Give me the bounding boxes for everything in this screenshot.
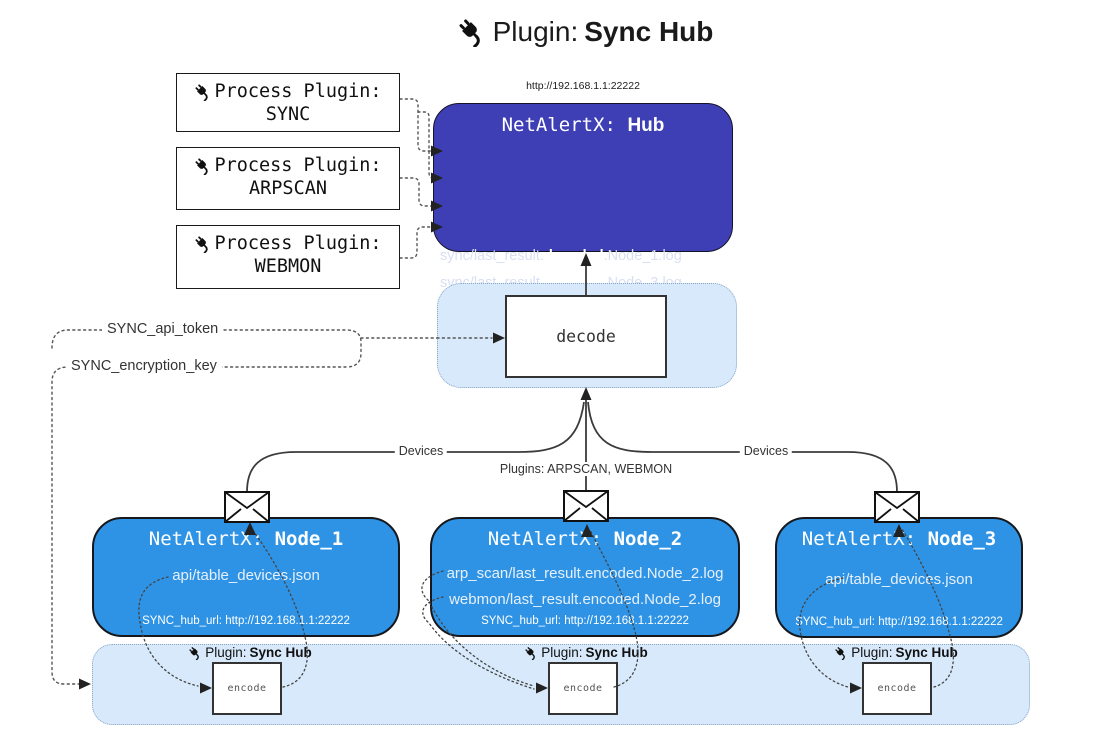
process-plugin-sync-box: Process Plugin: SYNC [176, 73, 400, 132]
hub-log-line: sync/last_result.decoded.Node_1.log [440, 248, 682, 264]
process-plugin-label: Process Plugin: [214, 233, 382, 254]
node-hub-url: SYNC_hub_url: http://192.168.1.1:22222 [795, 616, 1003, 628]
node-hub-url: SYNC_hub_url: http://192.168.1.1:22222 [142, 615, 350, 627]
plug-icon [834, 645, 849, 660]
plug-icon [524, 645, 539, 660]
sync-hub-plugin-label: Plugin: Sync Hub [834, 645, 958, 660]
devices-left-label: Devices [394, 444, 448, 458]
node-hub-url: SYNC_hub_url: http://192.168.1.1:22222 [481, 615, 689, 627]
sync-hub-plugin-label: Plugin: Sync Hub [188, 645, 312, 660]
process-plugin-label-row: Process Plugin: [177, 155, 399, 176]
netalertx-node1-box: NetAlertX: Node_1 api/table_devices.json… [92, 517, 400, 637]
encode-box: encode [548, 662, 618, 715]
process-plugin-webmon-box: Process Plugin: WEBMON [176, 225, 400, 289]
node-title: NetAlertX: Node_2 [487, 528, 683, 550]
process-plugin-label-row: Process Plugin: [177, 81, 399, 102]
encode-box: encode [212, 662, 282, 715]
node-file-line: api/table_devices.json [825, 571, 973, 588]
plug-icon [188, 645, 203, 660]
process-plugin-label: Process Plugin: [214, 81, 382, 102]
hub-title: NetAlertX: Hub [434, 114, 732, 137]
decode-box: decode [505, 295, 667, 378]
process-plugin-arpscan-box: Process Plugin: ARPSCAN [176, 147, 400, 210]
sync-hub-plugin-label: Plugin: Sync Hub [524, 645, 648, 660]
plugins-mid-label: Plugins: ARPSCAN, WEBMON [495, 462, 677, 476]
netalertx-node3-box: NetAlertX: Node_3 api/table_devices.json… [775, 517, 1023, 638]
page-title: Plugin: Sync Hub [340, 16, 830, 48]
sync-encryption-key-label: SYNC_encryption_key [66, 358, 222, 374]
node-file-line: webmon/last_result.encoded.Node_2.log [449, 591, 721, 608]
hub-title-label: NetAlertX: [501, 114, 616, 136]
process-plugin-name: SYNC [265, 104, 311, 125]
netalertx-hub-box: NetAlertX: Hub sync/last_result.decoded.… [433, 103, 733, 339]
netalertx-node2-box: NetAlertX: Node_2 arp_scan/last_result.e… [430, 517, 740, 637]
plug-icon [194, 82, 213, 101]
hub-url-label: http://192.168.1.1:22222 [526, 80, 640, 92]
encode-box: encode [862, 662, 932, 715]
node-file-line: arp_scan/last_result.encoded.Node_2.log [446, 565, 724, 582]
hub-title-name: Hub [627, 115, 665, 136]
devices-flow-curves [246, 396, 898, 493]
encode-label: encode [877, 683, 917, 694]
process-plugin-label: Process Plugin: [214, 155, 382, 176]
node-file-line: api/table_devices.json [172, 567, 320, 584]
process-plugin-name: WEBMON [254, 256, 322, 277]
process-plugin-label-row: Process Plugin: [177, 233, 399, 254]
sync-api-token-label: SYNC_api_token [102, 321, 224, 337]
plug-icon [194, 156, 213, 175]
encode-label: encode [227, 683, 267, 694]
title-label: Plugin: [492, 16, 579, 47]
plug-icon [456, 17, 487, 47]
process-plugin-name: ARPSCAN [249, 178, 327, 199]
devices-right-label: Devices [739, 444, 793, 458]
plug-icon [194, 234, 213, 253]
decode-label: decode [556, 327, 616, 346]
encode-label: encode [563, 683, 603, 694]
node-title: NetAlertX: Node_3 [801, 528, 997, 550]
title-name: Sync Hub [584, 16, 714, 47]
node-title: NetAlertX: Node_1 [148, 528, 344, 550]
